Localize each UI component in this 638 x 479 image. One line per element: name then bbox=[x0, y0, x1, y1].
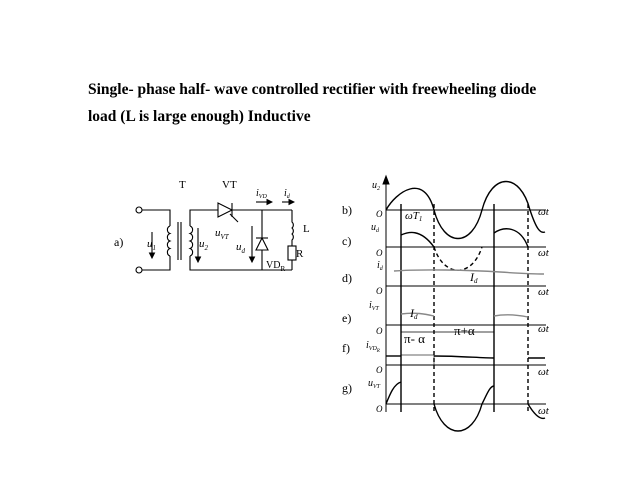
waveform-axes bbox=[382, 174, 546, 412]
origin-f: O bbox=[376, 365, 383, 375]
uvt-waveform-0 bbox=[385, 381, 402, 405]
origin-d: O bbox=[376, 286, 383, 296]
panel-label-e: e) bbox=[342, 311, 351, 325]
ivt-waveform-2 bbox=[493, 314, 529, 318]
pi-minus-alpha-label: π- α bbox=[404, 331, 425, 346]
label-uvt: uVT bbox=[215, 227, 230, 241]
guide-lines bbox=[400, 204, 529, 412]
transformer-secondary-coil bbox=[188, 225, 194, 257]
transformer-primary-coil bbox=[166, 225, 172, 257]
circuit-diagram bbox=[135, 198, 297, 274]
vertical-axis-arrow bbox=[382, 174, 390, 185]
freewheeling-diode-symbol bbox=[255, 236, 269, 251]
waveform-panels: b) c) d) e) f) g) u2 ud id iVT iVDR uVT … bbox=[342, 174, 550, 432]
ud-waveform-2 bbox=[493, 228, 529, 248]
inductor-coil bbox=[291, 210, 294, 246]
primary-wire-top bbox=[142, 209, 171, 226]
title-line-2: load (L is large enough) Inductive bbox=[88, 108, 311, 125]
origin-b: O bbox=[376, 209, 383, 219]
thyristor-gate bbox=[229, 213, 239, 223]
circuit-labels: a) T VT u1 u2 uVT ud iVD id L R VDR bbox=[114, 179, 310, 273]
omega-t-f: ωt bbox=[538, 366, 550, 378]
slide-title: Single- phase half- wave controlled rect… bbox=[88, 76, 628, 130]
ivt-waveform-1 bbox=[400, 312, 435, 317]
omega-t-b: ωt bbox=[538, 206, 550, 218]
waveform-curves bbox=[385, 181, 546, 432]
primary-wire-bottom bbox=[142, 256, 171, 271]
waveform-labels: b) c) d) e) f) g) u2 ud id iVT iVDR uVT … bbox=[342, 180, 550, 417]
omega-t1-label: ωT1 bbox=[405, 210, 422, 223]
ivdr-waveform-1 bbox=[433, 355, 495, 359]
axis-label-ud: ud bbox=[371, 222, 380, 234]
label-u1: u1 bbox=[147, 238, 156, 252]
secondary-wire-bottom bbox=[189, 256, 292, 271]
primary-terminal-top bbox=[135, 206, 143, 214]
label-id: id bbox=[284, 188, 291, 200]
resistor-symbol bbox=[287, 245, 297, 261]
label-u2: u2 bbox=[199, 238, 209, 252]
axis-label-ivt: iVT bbox=[369, 300, 379, 312]
panel-label-g: g) bbox=[342, 381, 352, 395]
uvt-waveform-1 bbox=[433, 385, 495, 432]
uvt-waveform-2 bbox=[527, 403, 546, 420]
axis-label-uvt: uVT bbox=[368, 378, 381, 390]
pi-plus-alpha-label: π+α bbox=[454, 323, 475, 338]
Id-label-d: Id bbox=[469, 270, 478, 285]
axis-label-ivdr: iVDR bbox=[366, 340, 380, 354]
omega-t-g: ωt bbox=[538, 405, 550, 417]
panel-label-f: f) bbox=[342, 341, 350, 355]
u2-waveform bbox=[385, 181, 546, 239]
conduction-interval bbox=[400, 354, 435, 366]
omega-t-e: ωt bbox=[538, 323, 550, 335]
origin-e: O bbox=[376, 326, 383, 336]
Id-label-e: Id bbox=[409, 306, 418, 321]
label-thyristor: VT bbox=[222, 179, 237, 191]
primary-terminal-bottom bbox=[135, 266, 143, 274]
title-line-1: Single- phase half- wave controlled rect… bbox=[88, 81, 537, 98]
omega-t-c: ωt bbox=[538, 247, 550, 259]
label-ud: ud bbox=[236, 241, 246, 255]
label-resistor: R bbox=[296, 248, 304, 260]
label-a: a) bbox=[114, 235, 123, 249]
origin-g: O bbox=[376, 404, 383, 414]
label-diode: VDR bbox=[266, 260, 285, 273]
ud-waveform-1 bbox=[400, 231, 435, 248]
origin-c: O bbox=[376, 248, 383, 258]
id-waveform bbox=[393, 269, 545, 275]
label-inductor: L bbox=[303, 223, 310, 235]
label-transformer: T bbox=[179, 179, 186, 191]
panel-label-d: d) bbox=[342, 271, 352, 285]
thyristor-symbol bbox=[217, 202, 234, 218]
axis-label-id: id bbox=[377, 260, 384, 272]
ud-waveform-negative bbox=[433, 246, 483, 271]
panel-label-c: c) bbox=[342, 234, 351, 248]
panel-label-b: b) bbox=[342, 203, 352, 217]
label-ivd: iVD bbox=[256, 188, 267, 200]
axis-label-u2: u2 bbox=[372, 180, 380, 192]
omega-t-d: ωt bbox=[538, 286, 550, 298]
secondary-wire-top bbox=[189, 209, 218, 226]
